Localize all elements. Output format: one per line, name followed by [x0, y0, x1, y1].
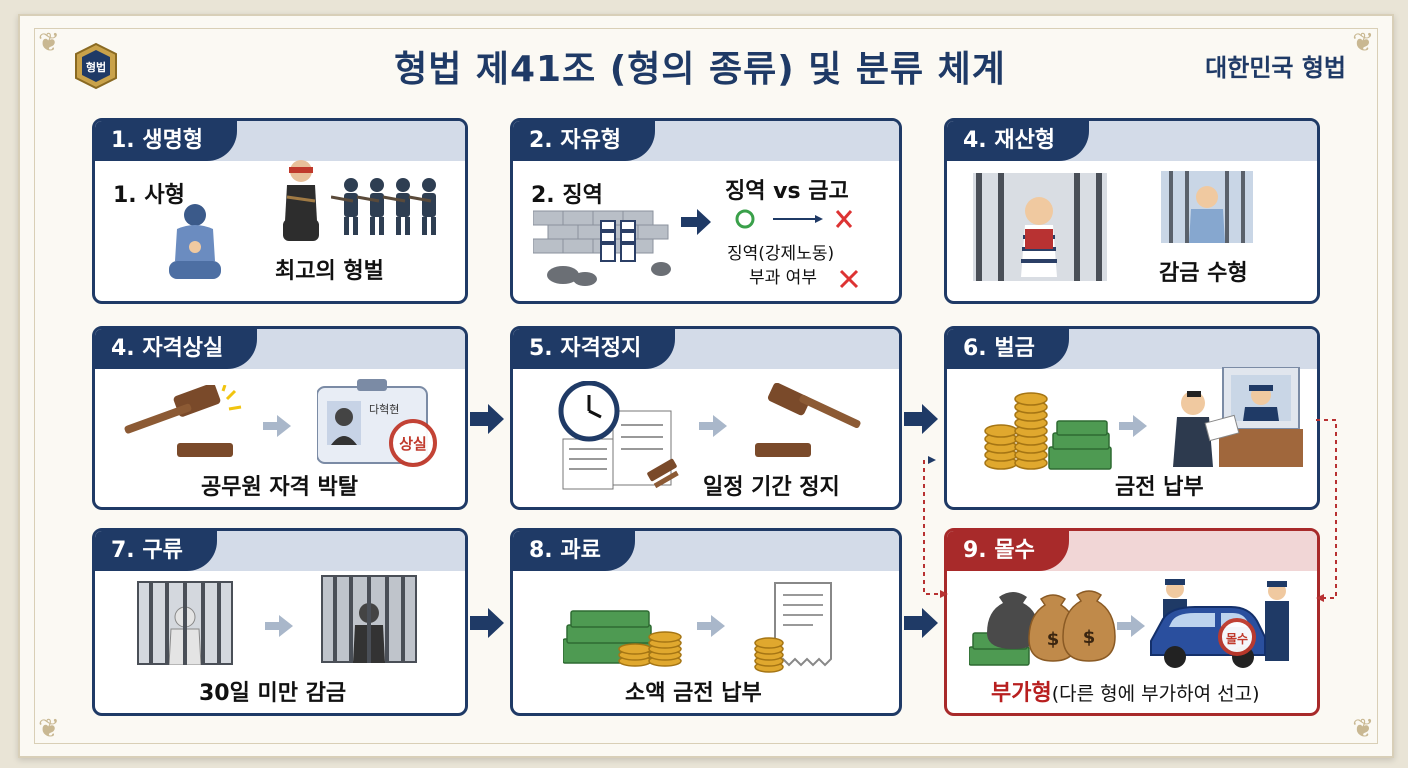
arrow-right-icon [697, 615, 725, 637]
card-confiscation: 9. 몰수 $ $ 몰수 부가형(다른 형에 부가하여 선고) [944, 528, 1320, 716]
receipt-coins-icon [754, 582, 832, 673]
arrow-right-icon [265, 615, 293, 637]
penalty-description: 소액 금전 납부 [625, 681, 762, 706]
id-card-name: 다혁현 [369, 403, 399, 416]
card-title: 7. 구류 [95, 531, 217, 571]
supplementary-penalty-label: 부가형 [991, 681, 1052, 706]
penalty-description: 30일 미만 감금 [199, 681, 347, 706]
court-emblem-icon: 형법 [75, 42, 117, 90]
hard-labor-icon [533, 210, 671, 286]
card-title: 4. 재산형 [947, 121, 1090, 161]
comparison-title: 징역 vs 금고 [725, 179, 849, 204]
circle-to-x-icon [735, 209, 853, 229]
card-disqualification: 4. 자격상실 다혁현 상실 공무원 자격 박탈 [92, 326, 468, 510]
arrow-right-icon [263, 415, 291, 437]
supplementary-penalty-note: (다른 형에 부가하여 선고) [1051, 683, 1260, 705]
firing-squad-icon [331, 178, 436, 235]
money-bags-icon: $ $ [969, 590, 1116, 666]
corner-ornament-icon: ❦ [38, 28, 60, 58]
arrow-right-icon [699, 415, 727, 437]
penalty-description: 최고의 형벌 [275, 259, 384, 284]
dotted-connector [923, 419, 1337, 602]
card-liberty-penalty: 2. 자유형 2. 징역 징역 vs 금고 징역(강제노동) 부과 여부 [510, 118, 902, 304]
flow-arrow-icon [470, 608, 504, 638]
card-fine: 6. 벌금 금전 납부 [944, 326, 1320, 510]
money-stack-icon [984, 392, 1112, 470]
blindfolded-prisoner-icon [283, 160, 319, 241]
prison-cell-reading-icon [973, 173, 1107, 281]
labor-note: 징역(강제노동) [727, 244, 835, 264]
corner-ornament-icon: ❦ [38, 714, 60, 744]
penalty-description: 감금 수형 [1159, 261, 1248, 286]
gavel-icon [124, 385, 242, 457]
corner-ornament-icon: ❦ [1352, 714, 1374, 744]
card-petty-fine: 8. 과료 소액 금전 납부 [510, 528, 902, 716]
arrow-right-icon [681, 209, 711, 235]
clock-documents-icon [558, 381, 679, 490]
flow-arrow-icon [904, 608, 938, 638]
page-title: 형법 제41조 (형의 종류) 및 분류 체계 [394, 49, 1006, 90]
svg-text:$: $ [1047, 629, 1060, 650]
card-title: 2. 자유형 [513, 121, 656, 161]
page-subtitle: 대한민국 형법 [1205, 54, 1346, 82]
penalty-description: 공무원 자격 박탈 [201, 475, 358, 500]
revoked-stamp: 상실 [399, 435, 427, 453]
card-title: 4. 자격상실 [95, 329, 258, 369]
police-car-icon: 몰수 [1150, 579, 1289, 668]
card-title: 9. 몰수 [947, 531, 1069, 571]
confiscation-stamp: 몰수 [1226, 632, 1248, 646]
gavel-icon [755, 383, 861, 457]
x-mark-icon [839, 269, 859, 289]
penalty-label: 2. 징역 [531, 183, 603, 208]
arrow-right-icon [1119, 415, 1147, 437]
arrow-right-icon [1117, 615, 1145, 637]
card-property-penalty: 4. 재산형 감금 수형 [944, 118, 1320, 304]
card-title: 5. 자격정지 [513, 329, 676, 369]
decorative-frame [34, 28, 1378, 744]
penalty-label: 1. 사형 [113, 183, 185, 208]
card-title: 8. 과료 [513, 531, 635, 571]
penalty-description: 부가형(다른 형에 부가하여 선고) [991, 675, 1259, 707]
jail-cell-icon [137, 581, 233, 665]
flow-arrow-icon [470, 404, 504, 434]
cash-coins-icon [563, 610, 682, 667]
payment-counter-icon [1173, 367, 1303, 467]
card-suspension: 5. 자격정지 일정 기간 정지 [510, 326, 902, 510]
card-detention: 7. 구류 30일 미만 감금 [92, 528, 468, 716]
labor-note-2: 부과 여부 [749, 268, 817, 288]
penalty-description: 일정 기간 정지 [703, 475, 840, 500]
card-title: 6. 벌금 [947, 329, 1069, 369]
corner-ornament-icon: ❦ [1352, 28, 1374, 58]
penalty-description: 금전 납부 [1115, 475, 1204, 500]
svg-text:$: $ [1083, 627, 1096, 648]
id-card-icon: 다혁현 상실 [317, 379, 437, 467]
kneeling-prisoner-icon [169, 204, 221, 279]
flow-arrow-icon [904, 404, 938, 434]
card-life-penalty: 1. 생명형 1. 사형 최고의 형벌 [92, 118, 468, 304]
prison-cell-icon [1161, 171, 1253, 243]
emblem-text: 형법 [86, 60, 106, 74]
card-title: 1. 생명형 [95, 121, 238, 161]
jail-cell-icon [321, 575, 417, 663]
